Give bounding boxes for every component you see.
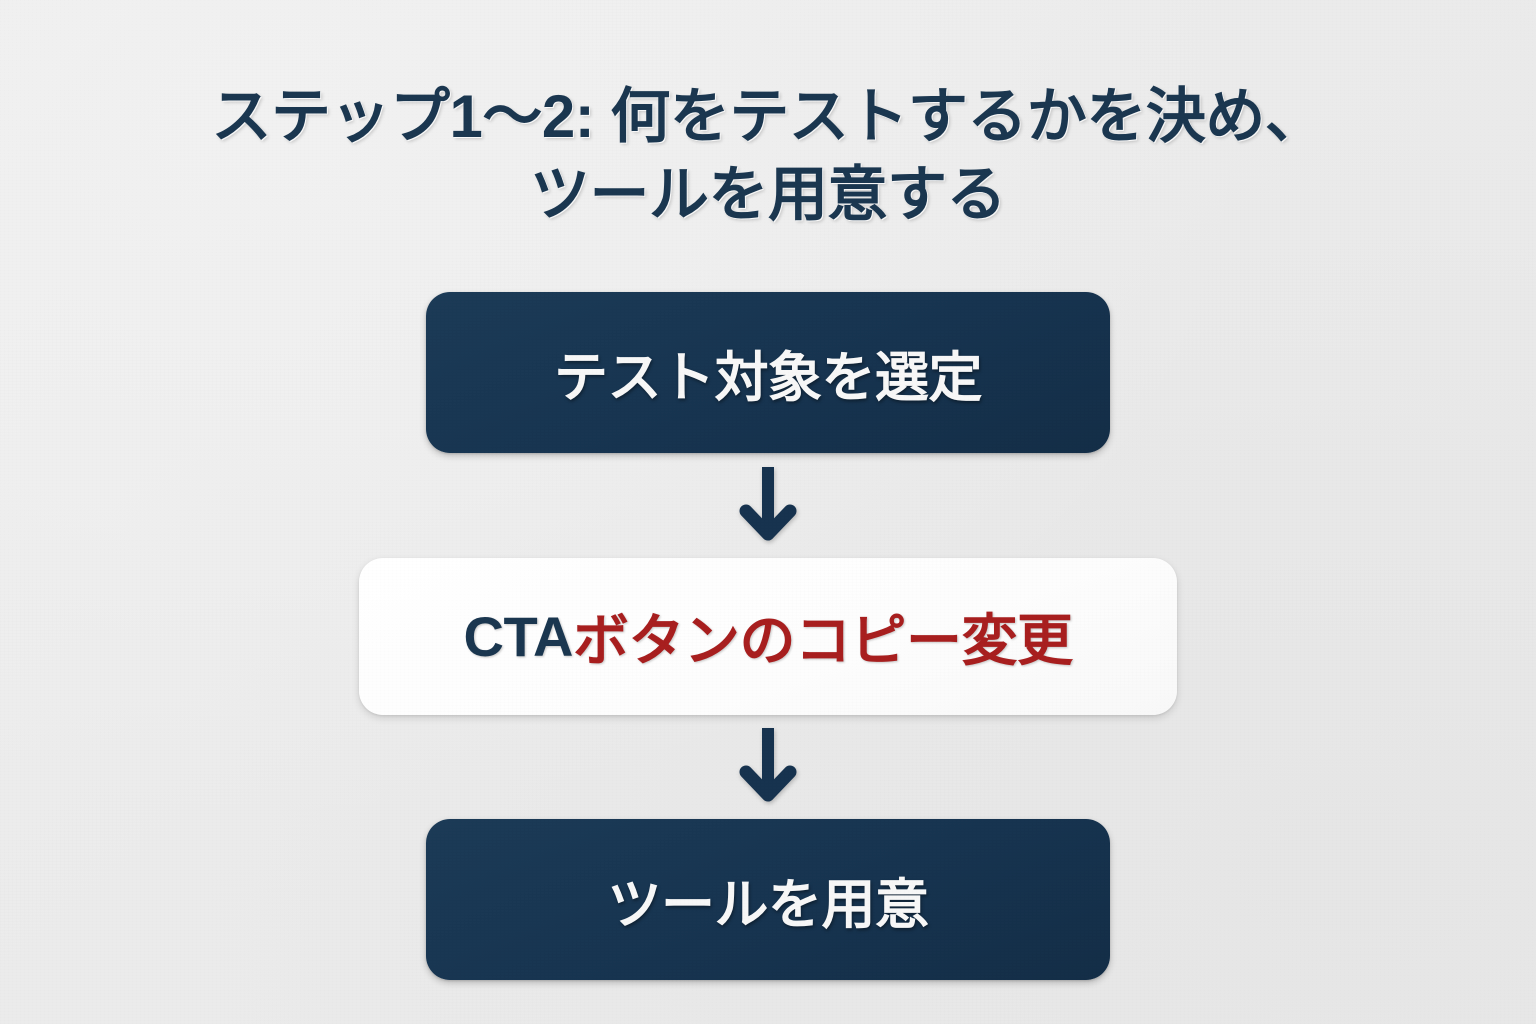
- flow-node-select-test-target[interactable]: テスト対象を選定: [426, 292, 1110, 453]
- page-title: ステップ1〜2: 何をテストするかを決め、 ツールを用意する: [211, 83, 1325, 228]
- flow-node-label-highlight: ボタンのコピー変更: [572, 609, 1073, 672]
- flow-node-prepare-tools[interactable]: ツールを用意: [426, 819, 1110, 980]
- flow-node-label: ツールを用意: [607, 875, 930, 935]
- down-arrow-icon: [739, 728, 797, 802]
- down-arrow-icon: [739, 467, 797, 541]
- flow-node-label-prefix: CTA: [463, 605, 574, 668]
- flow-node-label: テスト対象を選定: [554, 348, 983, 408]
